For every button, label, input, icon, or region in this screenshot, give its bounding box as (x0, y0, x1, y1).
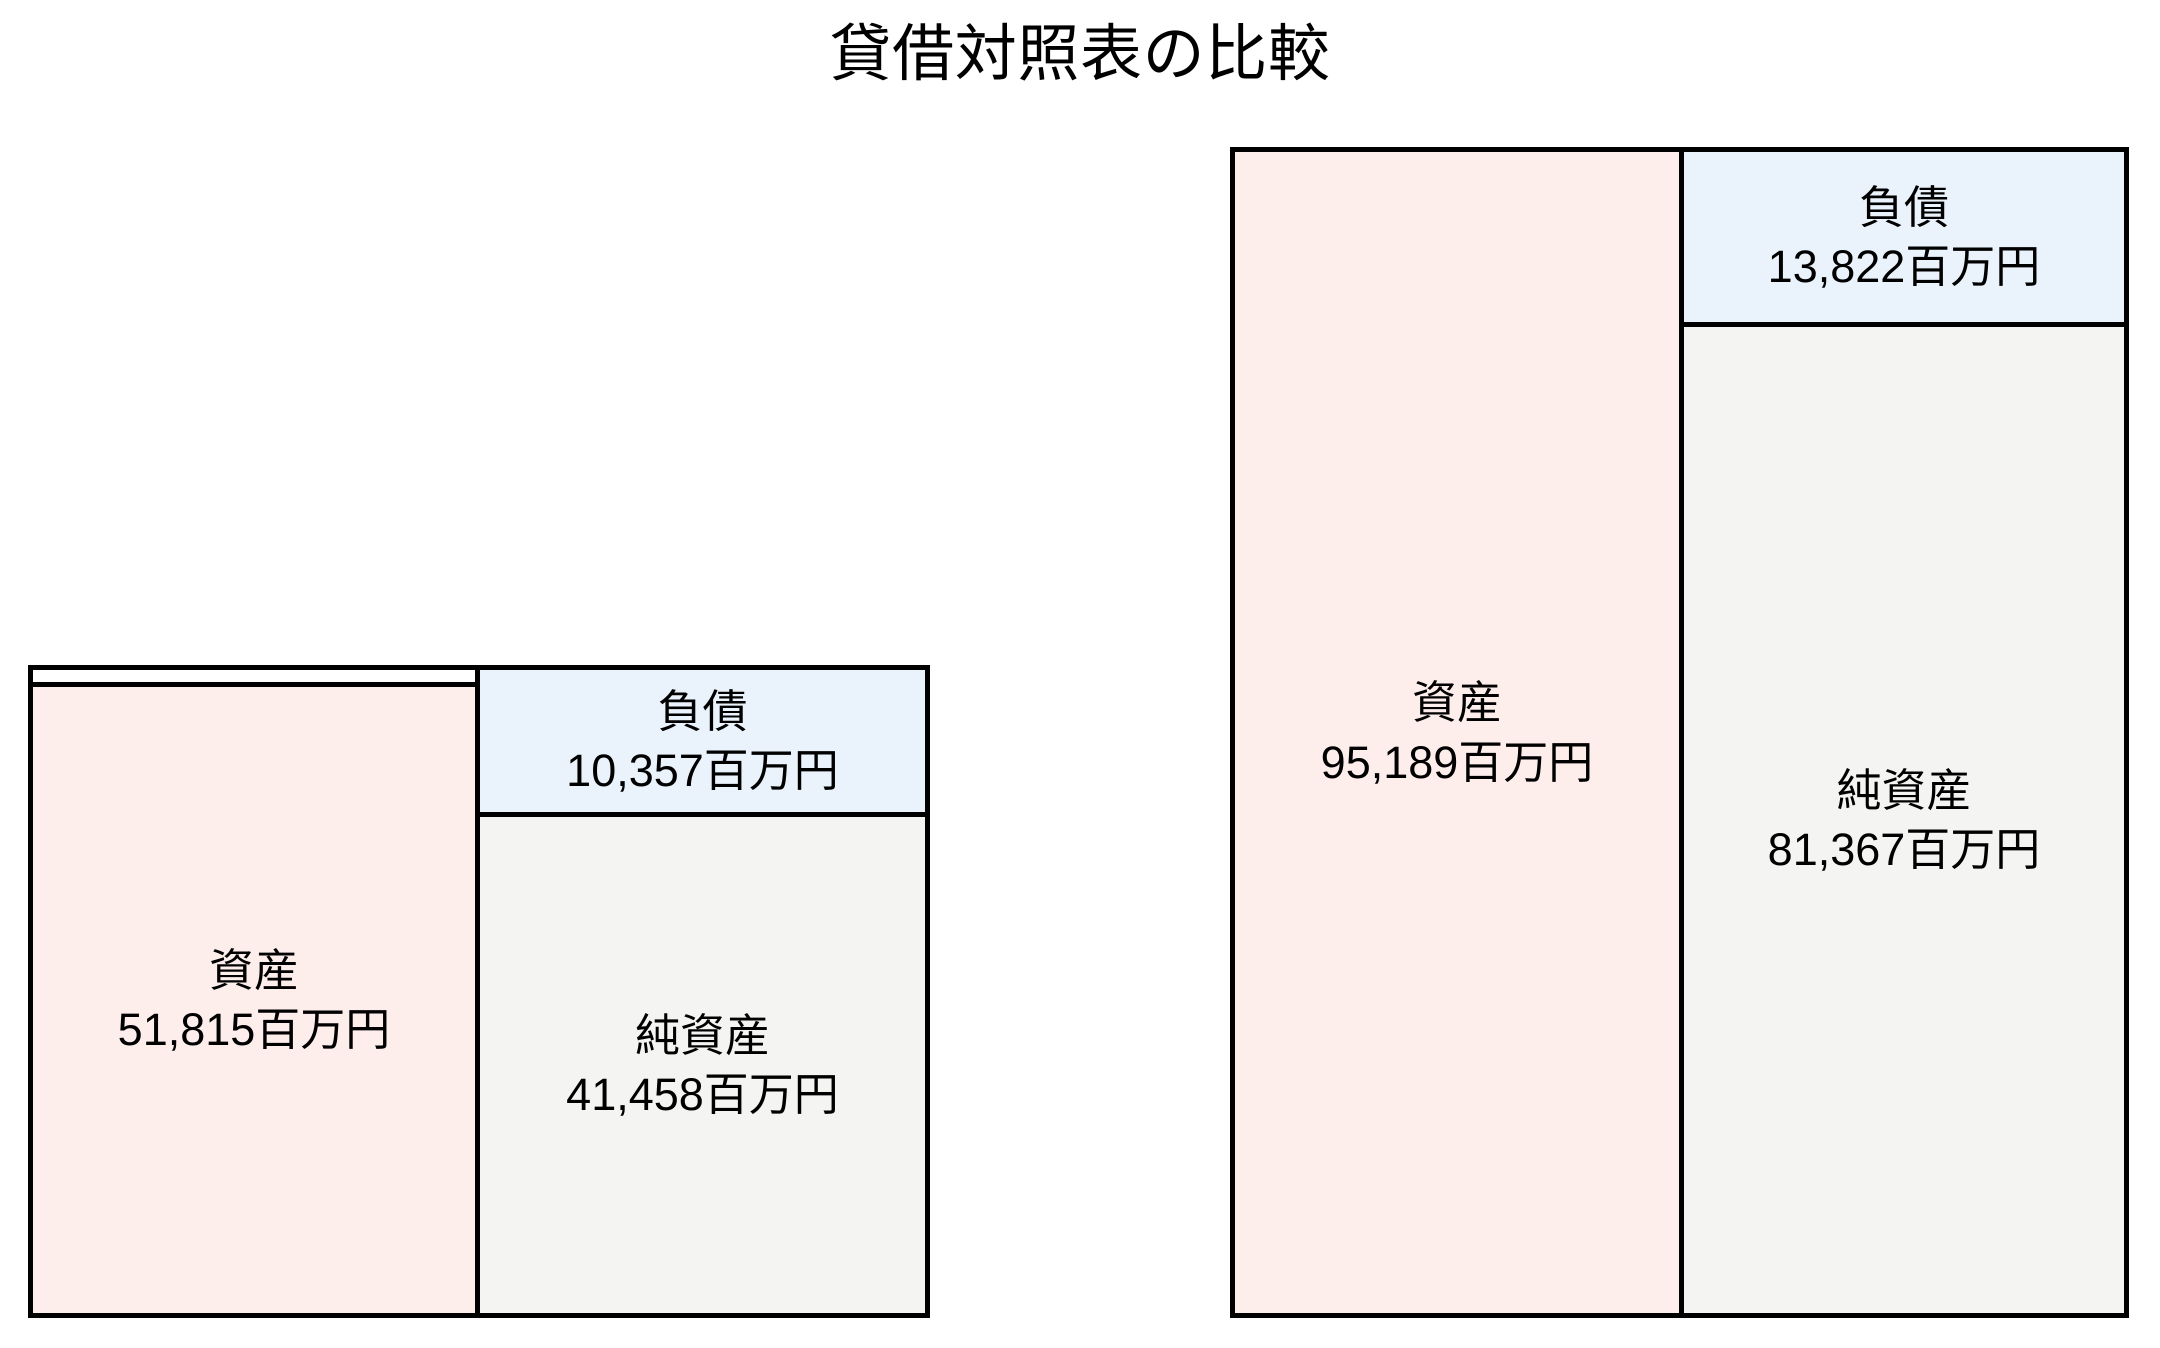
left-liability-block: 負債 10,357百万円 (475, 665, 930, 817)
left-net-asset-block: 純資産 41,458百万円 (475, 812, 930, 1318)
left-asset-block: 資産 51,815百万円 (28, 682, 480, 1318)
right-asset-label: 資産 95,189百万円 (1320, 677, 1594, 788)
left-asset-label: 資産 51,815百万円 (117, 944, 391, 1055)
right-asset-block: 資産 95,189百万円 (1230, 147, 1684, 1318)
right-net-asset-block: 純資産 81,367百万円 (1679, 322, 2129, 1318)
right-net-asset-label: 純資産 81,367百万円 (1767, 764, 2041, 875)
right-liability-block: 負債 13,822百万円 (1679, 147, 2129, 327)
left-net-asset-label: 純資産 41,458百万円 (566, 1009, 839, 1120)
page-title: 貸借対照表の比較 (829, 20, 1331, 89)
right-balance-sheet-chart: 資産 95,189百万円 負債 13,822百万円 純資産 81,367百万円 (1230, 147, 2129, 1318)
right-liability-label: 負債 13,822百万円 (1767, 181, 2041, 292)
left-liability-label: 負債 10,357百万円 (566, 685, 839, 796)
left-balance-sheet-chart: 資産 51,815百万円 負債 10,357百万円 純資産 41,458百万円 (28, 665, 930, 1318)
